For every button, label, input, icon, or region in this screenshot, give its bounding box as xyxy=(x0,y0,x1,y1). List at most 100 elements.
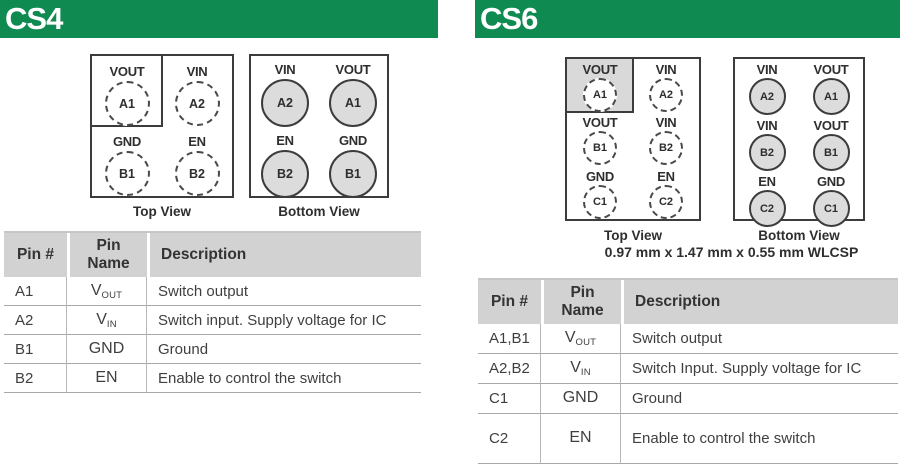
cs6-top-pad-b2: B2 xyxy=(649,131,683,166)
pin-number-cell: A1 xyxy=(4,277,67,306)
signal-label: EN xyxy=(758,174,776,189)
cs6-top-cell-a2: VIN A2 xyxy=(633,59,699,112)
cs6-bot-pad-a1: A1 xyxy=(812,78,850,115)
cs4-title: CS4 xyxy=(5,1,63,36)
cs6-bot-pad-b1: B1 xyxy=(812,134,850,171)
cs4-col-pin-header: Pin # xyxy=(4,233,67,277)
cs4-bot-pad-a2: A2 xyxy=(261,79,309,127)
cs4-bot-cell-b1: GND B1 xyxy=(319,127,387,198)
cs6-top-cell-b2: VIN B2 xyxy=(633,112,699,166)
pin-name-base: EN xyxy=(569,429,592,446)
cs6-title: CS6 xyxy=(480,1,538,36)
cs6-pin-table: Pin # Pin Name Description A1,B1 VOUT Sw… xyxy=(478,278,898,464)
signal-label: VOUT xyxy=(335,62,371,77)
pin-name-cell: VOUT xyxy=(67,277,147,306)
table-row: B1 GND Ground xyxy=(4,335,421,364)
pin-name-subscript: OUT xyxy=(575,337,597,348)
pin-name-base: V xyxy=(564,329,576,346)
cs6-col-name-header: Pin Name xyxy=(541,280,621,324)
signal-label: GND xyxy=(817,174,845,189)
pin-number-cell: A2 xyxy=(4,306,67,335)
cs6-col-pin-header: Pin # xyxy=(478,280,541,324)
pin-name-base: V xyxy=(96,310,107,328)
table-row: A2 VIN Switch input. Supply voltage for … xyxy=(4,306,421,335)
pin-name-base: V xyxy=(90,281,102,299)
cs6-top-cell-c1: GND C1 xyxy=(567,166,633,219)
signal-label: VIN xyxy=(756,62,778,77)
cs4-bot-cell-b2: EN B2 xyxy=(251,127,319,198)
pin-name-cell: EN xyxy=(541,414,621,464)
table-row: A2,B2 VIN Switch Input. Supply voltage f… xyxy=(478,354,898,384)
cs6-bottom-view-caption: Bottom View xyxy=(758,228,840,243)
cs6-top-cell-c2: EN C2 xyxy=(633,166,699,219)
signal-label: GND xyxy=(339,133,367,148)
cs4-title-bar: CS4 xyxy=(0,0,438,38)
pin-number-cell: A1,B1 xyxy=(478,324,541,354)
signal-label: EN xyxy=(188,134,206,149)
pin-number-cell: C2 xyxy=(478,414,541,464)
cs6-package-dimensions: 0.97 mm x 1.47 mm x 0.55 mm WLCSP xyxy=(604,244,859,260)
cs6-bot-cell-c2: EN C2 xyxy=(735,171,799,227)
signal-label: VIN xyxy=(756,118,778,133)
cs4-pin-table: Pin # Pin Name Description A1 VOUT Switc… xyxy=(4,231,421,393)
pin-number-cell: B2 xyxy=(4,364,67,393)
signal-label: VOUT xyxy=(582,115,618,131)
pin-number-cell: C1 xyxy=(478,384,541,414)
pin-name-cell: VIN xyxy=(67,306,147,335)
cs4-top-view-package: VOUT A1 VIN A2 GND B1 EN B2 xyxy=(90,54,234,198)
cs6-bot-pad-c2: C2 xyxy=(748,190,786,227)
cs4-col-name-header: Pin Name xyxy=(67,233,147,277)
cs6-bot-cell-a1: VOUT A1 xyxy=(799,59,863,115)
pin-number-cell: B1 xyxy=(4,335,67,364)
cs4-bot-cell-a2: VIN A2 xyxy=(251,56,319,127)
cs6-top-pad-a1: A1 xyxy=(583,78,617,112)
signal-label: VIN xyxy=(655,115,677,131)
pin-desc-cell: Switch Input. Supply voltage for IC xyxy=(621,354,898,384)
signal-label: VOUT xyxy=(813,62,849,77)
signal-label: VIN xyxy=(655,62,677,77)
pin-name-base: GND xyxy=(562,389,599,406)
pin-desc-cell: Ground xyxy=(147,335,421,364)
cs6-bot-pad-c1: C1 xyxy=(812,190,850,227)
cs4-bot-pad-b1: B1 xyxy=(329,150,377,198)
pin-desc-cell: Switch output xyxy=(621,324,898,354)
cs6-bot-cell-c1: GND C1 xyxy=(799,171,863,227)
pin-name-cell: GND xyxy=(541,384,621,414)
pin-desc-cell: Enable to control the switch xyxy=(147,364,421,393)
cs6-bot-cell-b1: VOUT B1 xyxy=(799,115,863,171)
cs6-col-desc-header: Description xyxy=(621,280,898,324)
cs6-top-pad-c2: C2 xyxy=(649,184,683,219)
cs4-top-cell-a2: VIN A2 xyxy=(162,56,232,126)
cs4-top-pad-a1: A1 xyxy=(104,81,150,126)
pin-desc-cell: Switch input. Supply voltage for IC xyxy=(147,306,421,335)
cs4-top-cell-a1: VOUT A1 xyxy=(92,56,162,126)
cs4-top-cell-b2: EN B2 xyxy=(162,126,232,196)
cs4-col-desc-header: Description xyxy=(147,233,421,277)
pin-name-base: GND xyxy=(88,339,125,357)
pin-desc-cell: Switch output xyxy=(147,277,421,306)
cs6-bot-cell-a2: VIN A2 xyxy=(735,59,799,115)
cs4-top-view-caption: Top View xyxy=(132,204,191,219)
cs6-top-view-package: VOUT A1 VIN A2 VOUT B1 VIN B2 GND C1 EN … xyxy=(565,57,701,221)
pin-desc-cell: Ground xyxy=(621,384,898,414)
cs6-table-header-row: Pin # Pin Name Description xyxy=(478,280,898,324)
cs4-bottom-view-package: VIN A2 VOUT A1 EN B2 GND B1 xyxy=(249,54,389,198)
table-row: A1,B1 VOUT Switch output xyxy=(478,324,898,354)
pin-number-cell: A2,B2 xyxy=(478,354,541,384)
cs4-top-pad-b1: B1 xyxy=(104,151,150,196)
pin-name-cell: EN xyxy=(67,364,147,393)
table-row: C1 GND Ground xyxy=(478,384,898,414)
cs6-top-cell-a1: VOUT A1 xyxy=(567,59,633,112)
cs4-bot-cell-a1: VOUT A1 xyxy=(319,56,387,127)
table-row: B2 EN Enable to control the switch xyxy=(4,364,421,393)
signal-label: VIN xyxy=(186,64,208,79)
pin-name-subscript: IN xyxy=(580,367,591,378)
pin-name-subscript: IN xyxy=(106,318,117,330)
signal-label: EN xyxy=(657,168,675,184)
signal-label: EN xyxy=(276,133,294,148)
table-row: C2 EN Enable to control the switch xyxy=(478,414,898,464)
cs4-top-cell-b1: GND B1 xyxy=(92,126,162,196)
pin-desc-cell: Enable to control the switch xyxy=(621,414,898,464)
signal-label: GND xyxy=(113,134,141,149)
pin-name-cell: GND xyxy=(67,335,147,364)
